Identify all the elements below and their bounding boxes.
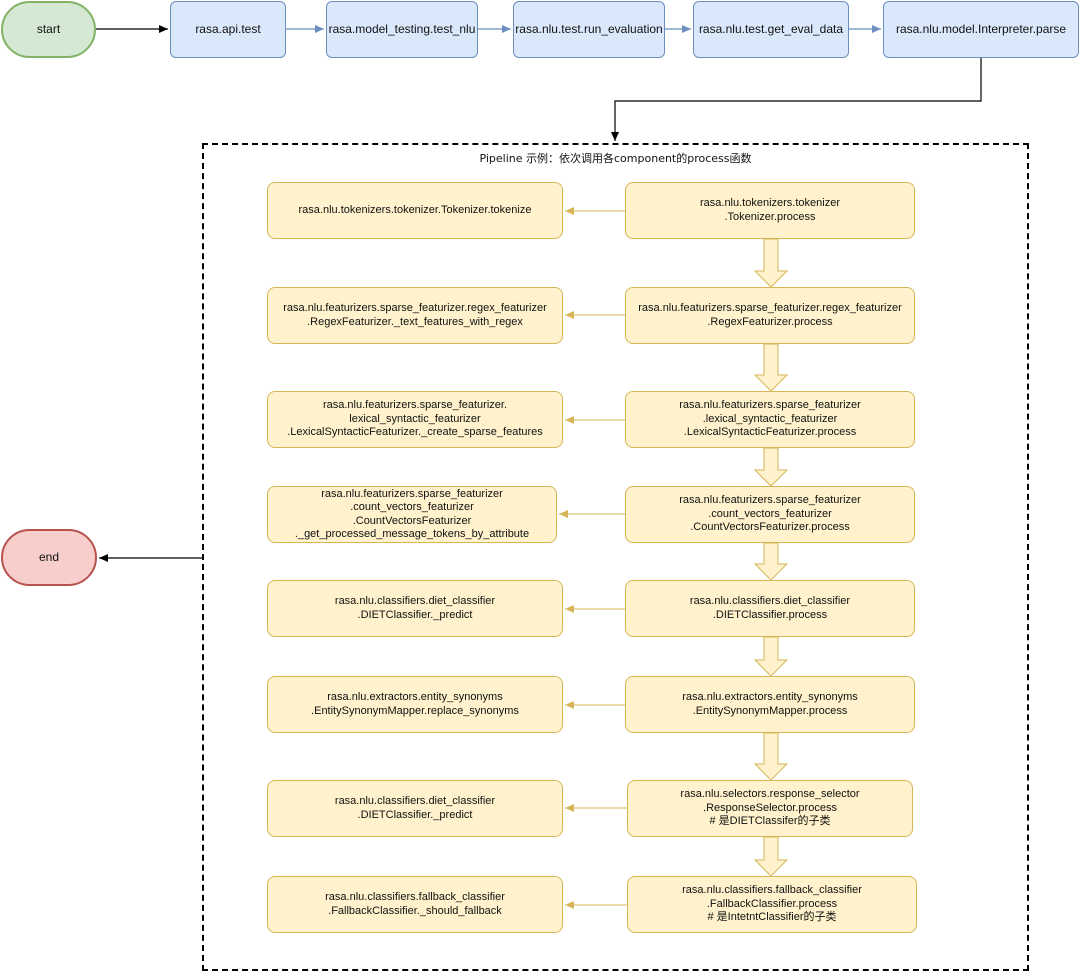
process-entity-synonym-mapper: rasa.nlu.extractors.entity_synonyms .Ent… — [625, 676, 915, 733]
step-get-eval-data: rasa.nlu.test.get_eval_data — [693, 1, 849, 58]
end-node: end — [1, 529, 97, 586]
flow-down-arrow-2 — [753, 343, 789, 392]
flow-down-arrow-3 — [753, 447, 789, 487]
target-diet-predict: rasa.nlu.classifiers.diet_classifier .DI… — [267, 580, 563, 637]
edge-parse-to-pipeline — [611, 58, 982, 141]
step-api-test: rasa.api.test — [170, 1, 286, 58]
target-tokenizer-tokenize: rasa.nlu.tokenizers.tokenizer.Tokenizer.… — [267, 182, 563, 239]
process-tokenizer: rasa.nlu.tokenizers.tokenizer .Tokenizer… — [625, 182, 915, 239]
flow-down-arrow-5 — [753, 636, 789, 677]
step-run-evaluation: rasa.nlu.test.run_evaluation — [513, 1, 665, 58]
target-regex-text-features: rasa.nlu.featurizers.sparse_featurizer.r… — [267, 287, 563, 344]
target-lexical-create-sparse-features: rasa.nlu.featurizers.sparse_featurizer. … — [267, 391, 563, 448]
target-count-vectors-tokens-by-attribute: rasa.nlu.featurizers.sparse_featurizer .… — [267, 486, 557, 543]
pipeline-title: Pipeline 示例：依次调用各component的process函数 — [479, 152, 752, 165]
pipeline-container — [202, 143, 1029, 971]
process-fallback-classifier: rasa.nlu.classifiers.fallback_classifier… — [627, 876, 917, 933]
step-interpreter-parse: rasa.nlu.model.Interpreter.parse — [883, 1, 1079, 58]
start-node: start — [1, 1, 96, 58]
flow-down-arrow-4 — [753, 542, 789, 581]
flow-down-arrow-7 — [753, 836, 789, 877]
flow-down-arrow-1 — [753, 238, 789, 288]
process-lexical-syntactic-featurizer: rasa.nlu.featurizers.sparse_featurizer .… — [625, 391, 915, 448]
process-diet-classifier: rasa.nlu.classifiers.diet_classifier .DI… — [625, 580, 915, 637]
process-regex-featurizer: rasa.nlu.featurizers.sparse_featurizer.r… — [625, 287, 915, 344]
step-model-testing-test-nlu: rasa.model_testing.test_nlu — [326, 1, 478, 58]
target-entity-synonyms-replace: rasa.nlu.extractors.entity_synonyms .Ent… — [267, 676, 563, 733]
process-response-selector: rasa.nlu.selectors.response_selector .Re… — [627, 780, 913, 837]
target-fallback-should-fallback: rasa.nlu.classifiers.fallback_classifier… — [267, 876, 563, 933]
process-count-vectors-featurizer: rasa.nlu.featurizers.sparse_featurizer .… — [625, 486, 915, 543]
target-diet-predict-2: rasa.nlu.classifiers.diet_classifier .DI… — [267, 780, 563, 837]
flow-down-arrow-6 — [753, 732, 789, 781]
